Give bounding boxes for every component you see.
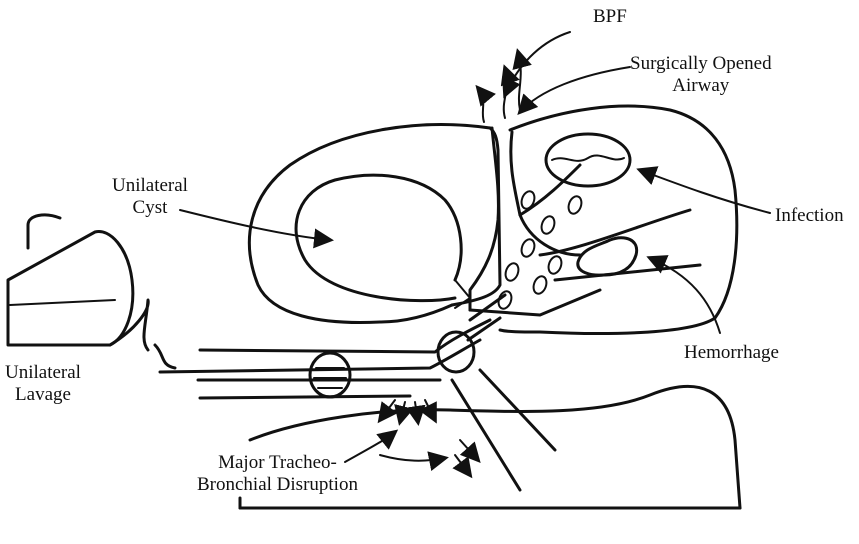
label-unilateral-cyst: Unilateral Cyst <box>112 175 188 219</box>
label-unilateral-lavage: Unilateral Lavage <box>5 362 81 406</box>
label-major-disruption: Major Tracheo- Bronchial Disruption <box>197 452 358 496</box>
trachea <box>452 295 555 490</box>
label-infection: Infection <box>775 205 844 227</box>
cyst <box>296 175 470 308</box>
endobronchial-tube <box>160 320 490 398</box>
label-surgically-opened-airway: Surgically Opened Airway <box>630 53 772 97</box>
label-bpf: BPF <box>593 6 627 28</box>
airway-tree <box>470 128 700 315</box>
lavage-pitcher <box>8 215 175 368</box>
label-hemorrhage: Hemorrhage <box>684 342 779 364</box>
air-leak-squiggles <box>478 52 521 122</box>
infection-focus <box>546 134 630 186</box>
